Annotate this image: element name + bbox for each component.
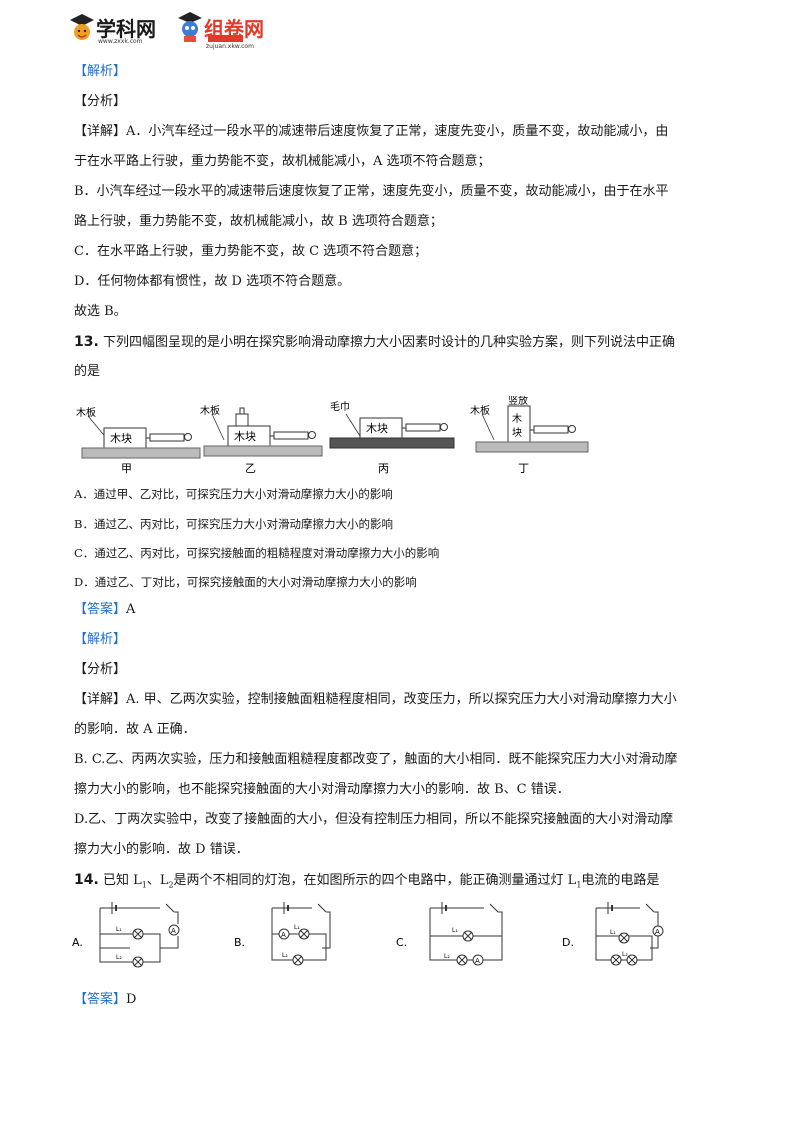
q12-detail-line-1: 【详解】A．小汽车经过一段水平的减速带后速度恢复了正常，速度先变小，质量不变，故… [74,122,668,142]
ding-block-label-2: 块 [512,427,522,439]
q13-detail-line-1: 【详解】A. 甲、乙两次实验，控制接触面粗糙程度相同，改变压力，所以探究压力大小… [74,690,677,710]
q13-detail-line-6: 擦力大小的影响．故 D 错误． [74,842,249,857]
svg-text:A: A [475,957,480,965]
q13-detail-line-5: D.乙、丁两次实验中，改变了接触面的大小，但没有控制压力相同，所以不能探究接触面… [74,812,674,827]
q13-option-b: B．通过乙、丙对比，可探究压力大小对滑动摩擦力大小的影响 [74,517,393,531]
q12-detail-line-3: B．小汽车经过一段水平的减速带后速度恢复了正常，速度先变小，质量不变，故动能减小… [74,184,669,199]
q14-sub2: 2 [168,880,174,890]
q13-number: 13. [74,334,99,350]
circuit-a-option: A. [72,936,83,949]
mascot-icon [178,12,202,42]
q14-answer-tag: 【答案】 [74,992,127,1007]
figure-yi: 木板 木块 乙 [200,404,323,475]
q13-figures: 木板 木块 甲 木板 木块 乙 毛巾 木块 [76,396,589,475]
q14-stem-a: 已知 L [102,873,142,888]
q13-detail-tag: 【详解】 [74,692,127,707]
q14-answer-line: 【答案】D [74,990,136,1010]
circuit-a: A. A L₁ L₂ [72,902,180,968]
logo1-name: 学科网 [96,17,156,41]
figure-jia: 木板 木块 甲 [76,406,201,475]
jia-surface-label: 木板 [76,406,96,419]
q13-option-c: C．通过乙、丙对比，可探究接触面的粗糙程度对滑动摩擦力大小的影响 [74,546,440,560]
svg-text:L₁: L₁ [610,929,616,936]
q13-option-d: D．通过乙、丁对比，可探究接触面的大小对滑动摩擦力大小的影响 [74,575,417,589]
q13-detail-line-2: 的影响．故 A 正确． [74,722,196,737]
ding-block-label-1: 木 [512,413,522,425]
q13-answer-tag: 【答案】 [74,602,127,617]
logo1-url: www.zxxk.com [98,38,143,45]
q13-jiexi: 【解析】 [74,632,127,647]
svg-text:L₂: L₂ [282,952,288,959]
jia-caption: 甲 [121,462,132,475]
graduate-cap-icon [70,14,94,40]
ding-extra-label: 竖放 [508,396,528,407]
circuit-b-option: B. [234,936,245,949]
q13-option-a: A．通过甲、乙对比，可探究压力大小对滑动摩擦力大小的影响 [74,487,393,501]
q13-answer-value: A [126,602,136,617]
q12-detail-tag: 【详解】 [74,124,127,139]
svg-text:L₂: L₂ [116,954,122,961]
yi-surface-label: 木板 [200,404,220,417]
q12-fenxi: 【分析】 [74,94,127,109]
q12-detail-line-6: D．任何物体都有惯性，故 D 选项不符合题意。 [74,274,351,289]
q12-detail-line-5: C．在水平路上行驶，重力势能不变，故 C 选项不符合题意； [74,244,428,259]
bing-surface-label: 毛巾 [330,400,350,413]
q14-stem-c: 是两个不相同的灯泡，在如图所示的四个电路中，能正确测量通过灯 L [173,873,577,888]
ding-caption: 丁 [518,462,529,475]
bing-caption: 丙 [378,462,389,475]
svg-text:L₂: L₂ [622,951,628,958]
svg-text:L₁: L₁ [116,926,122,933]
svg-text:L₂: L₂ [444,953,450,960]
q12-line1-text: A．小汽车经过一段水平的减速带后速度恢复了正常，速度先变小，质量不变，故动能减小… [126,124,669,139]
svg-text:A: A [281,931,286,939]
q12-jiexi: 【解析】 [74,64,127,79]
svg-text:L₁: L₁ [452,927,458,934]
logo2-tagline-bar [208,35,243,42]
ding-surface-label: 木板 [470,404,490,417]
q14-number: 14. [74,872,99,888]
yi-caption: 乙 [245,462,256,475]
q13-fenxi: 【分析】 [74,662,127,677]
circuit-c: C. A L₁ L₂ [396,902,503,966]
q14-stem-b: 、L [146,873,169,888]
q13-stem-line-2: 的是 [74,364,101,379]
bing-block-label: 木块 [366,422,388,435]
q12-detail-line-2: 于在水平路上行驶，重力势能不变，故机械能减小，A 选项不符合题意； [74,154,491,169]
circuit-b: B. A L₁ L₂ [234,902,331,966]
q13-stem-text: 下列四幅图呈现的是小明在探究影响滑动摩擦力大小因素时设计的几种实验方案，则下列说… [102,335,675,350]
figure-ding: 木板 竖放 木 块 丁 [470,396,589,475]
circuit-c-option: C. [396,936,407,949]
q13-detail-line-3: B. C.乙、丙两次实验，压力和接触面粗糙程度都改变了，触面的大小相同．既不能探… [74,752,678,767]
q14-stem-d: 电流的电路是 [581,873,660,888]
q14-sub3: 1 [576,880,582,890]
q12-detail-line-4: 路上行驶，重力势能不变，故机械能减小，故 B 选项符合题意； [74,214,443,229]
q12-conclusion: 故选 B。 [74,304,127,319]
logo2-url: zujuan.xkw.com [206,43,254,50]
page-header: 学科网 www.zxxk.com 组卷网 zujuan.xkw.com [68,8,288,52]
q14-stem: 14. 已知 L1、L2是两个不相同的灯泡，在如图所示的四个电路中，能正确测量通… [74,870,659,896]
q13-stem-line-1: 13. 下列四幅图呈现的是小明在探究影响滑动摩擦力大小因素时设计的几种实验方案，… [74,332,675,353]
jia-block-label: 木块 [110,432,132,445]
yi-block-label: 木块 [234,430,256,443]
q13-detail-text-1: A. 甲、乙两次实验，控制接触面粗糙程度相同，改变压力，所以探究压力大小对滑动摩… [126,692,677,707]
svg-text:L₁: L₁ [294,924,300,931]
svg-text:A: A [171,927,176,935]
circuit-d: D. A L₁ L₂ [562,902,664,966]
q14-circuits: A. A L₁ L₂ B. A L₁ L₂ C. A L₁ [72,902,664,968]
circuit-d-option: D. [562,936,574,949]
q14-answer-value: D [126,992,137,1007]
q13-answer-line: 【答案】A [74,600,135,620]
q14-sub1: 1 [141,880,147,890]
q13-detail-line-4: 擦力大小的影响，也不能探究接触面的大小对滑动摩擦力大小的影响．故 B、C 错误． [74,782,570,797]
svg-text:A: A [655,928,660,936]
figure-bing: 毛巾 木块 丙 [329,400,455,475]
